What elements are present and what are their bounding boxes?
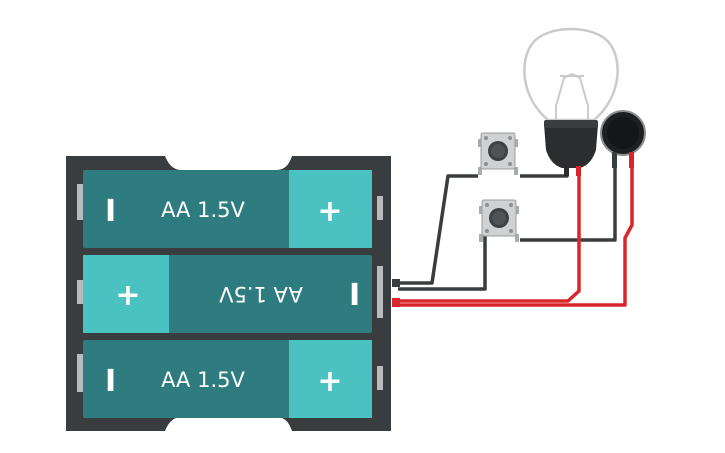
holder-black-terminal — [392, 279, 400, 287]
spring-contact — [77, 354, 83, 392]
spring-contact — [377, 266, 383, 318]
holder-red-terminal — [392, 298, 400, 307]
spring-contact — [77, 280, 83, 304]
black-wire-button-bottom-to-motor — [520, 166, 617, 242]
battery-negative-sign: I — [105, 194, 116, 229]
spring-contact — [377, 196, 383, 220]
push-button-bottom[interactable] — [479, 199, 519, 242]
battery-2[interactable]: + AA 1.5V I — [83, 255, 372, 333]
battery-positive-cap — [83, 255, 169, 333]
wires — [392, 166, 634, 307]
battery-negative-sign: I — [349, 278, 360, 313]
battery-label: AA 1.5V — [161, 198, 245, 222]
spring-contact — [77, 184, 83, 220]
battery-1[interactable]: I AA 1.5V + — [83, 170, 372, 248]
bulb-socket — [544, 124, 598, 168]
battery-label: AA 1.5V — [161, 368, 245, 392]
battery-positive-sign: + — [317, 194, 342, 229]
battery-positive-cap — [289, 340, 372, 418]
red-wire-holder-to-motor — [398, 166, 634, 307]
black-wire-holder-to-button-top — [398, 174, 478, 285]
bulb-filament — [555, 72, 589, 120]
battery-negative-sign: I — [105, 364, 116, 399]
light-bulb[interactable] — [523, 27, 619, 176]
push-button-top[interactable] — [478, 132, 518, 175]
black-wire-button-top-to-bulb — [520, 168, 569, 178]
battery-label: AA 1.5V — [218, 282, 302, 306]
battery-positive-sign: + — [317, 364, 342, 399]
red-wire-holder-to-bulb — [398, 168, 581, 303]
black-wire-holder-to-button-bottom — [398, 230, 487, 291]
spring-contact — [377, 366, 383, 390]
battery-3[interactable]: I AA 1.5V + — [83, 340, 372, 418]
vibration-motor[interactable] — [600, 110, 646, 168]
battery-positive-sign: + — [115, 278, 140, 313]
battery-positive-cap — [289, 170, 372, 248]
